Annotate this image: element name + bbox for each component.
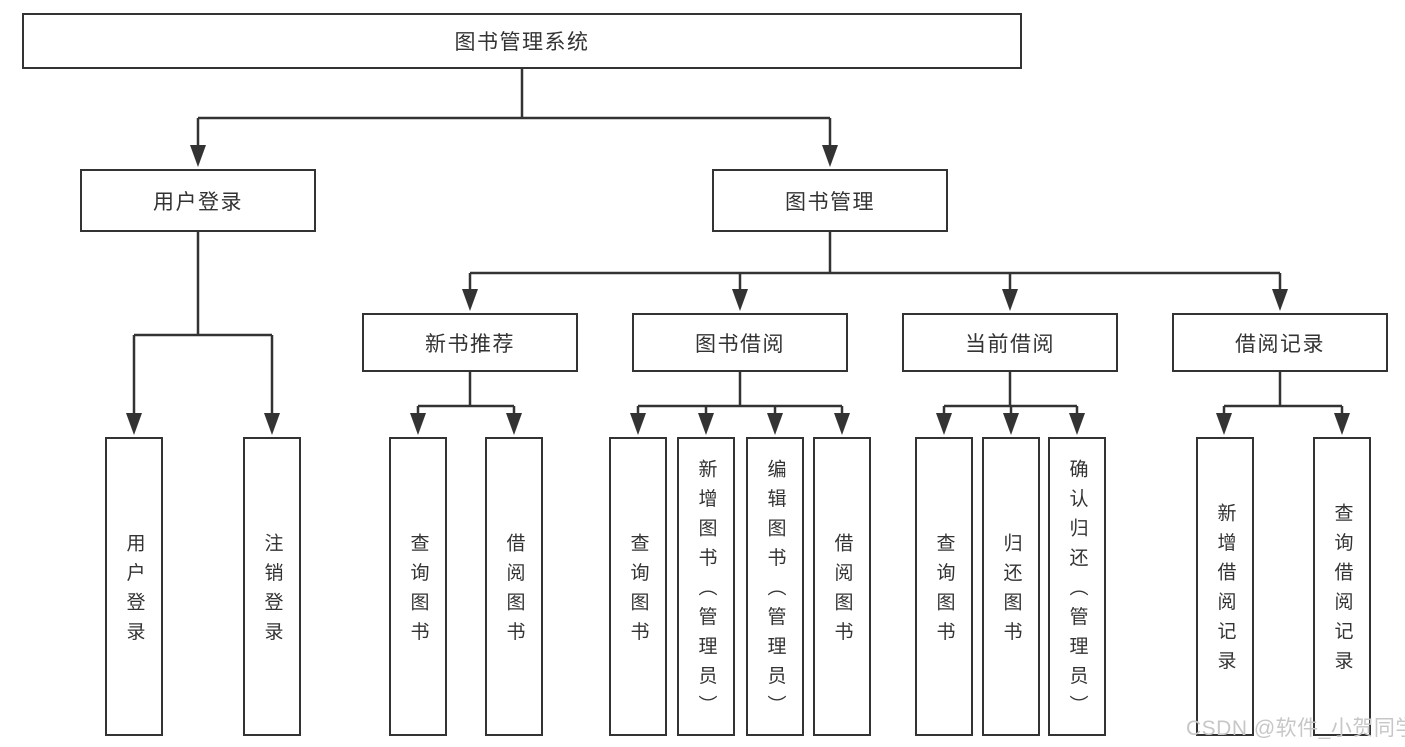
connector-line bbox=[196, 69, 832, 147]
leaf-borrow-books: 借阅图书 bbox=[813, 437, 871, 736]
connector-borrow-record-to-leaves bbox=[1216, 372, 1350, 435]
node-book-borrow: 图书借阅 bbox=[632, 313, 848, 372]
leaf-label: 注销登录 bbox=[261, 532, 283, 651]
leaf-label: 用户登录 bbox=[123, 532, 145, 651]
arrowhead-leaf bbox=[1003, 413, 1019, 435]
connector-current-borrow-to-leaves bbox=[936, 372, 1085, 435]
leaf-query-books: 查询图书 bbox=[389, 437, 447, 736]
arrowhead-leaf bbox=[410, 413, 426, 435]
leaf-query-books: 查询图书 bbox=[915, 437, 973, 736]
arrowhead-leaf bbox=[1216, 413, 1232, 435]
arrowhead-user-login bbox=[190, 145, 206, 167]
connector-book-management-to-level3 bbox=[462, 232, 1288, 311]
leaf-label: 查询图书 bbox=[407, 532, 429, 651]
node-label: 图书管理 bbox=[785, 190, 875, 214]
arrowhead-borrow-record bbox=[1272, 289, 1288, 311]
leaf-label: 确认归还（管理员） bbox=[1066, 458, 1088, 725]
connector-line bbox=[468, 232, 1282, 291]
arrowhead-new-book-recommend bbox=[462, 289, 478, 311]
leaf-user-login: 用户登录 bbox=[105, 437, 163, 736]
node-label: 新书推荐 bbox=[425, 332, 515, 356]
leaf-confirm-return-admin: 确认归还（管理员） bbox=[1048, 437, 1106, 736]
arrowhead-book-management bbox=[822, 145, 838, 167]
leaf-add-books-admin: 新增图书（管理员） bbox=[677, 437, 735, 736]
leaf-label: 查询图书 bbox=[627, 532, 649, 651]
leaf-logout: 注销登录 bbox=[243, 437, 301, 736]
csdn-watermark: CSDN @软件_小贺同学 bbox=[1186, 717, 1405, 740]
node-library-management-system: 图书管理系统 bbox=[22, 13, 1022, 69]
arrowhead-leaf bbox=[834, 413, 850, 435]
arrowhead-leaf bbox=[630, 413, 646, 435]
node-user-login: 用户登录 bbox=[80, 169, 316, 232]
arrowhead-leaf-user-login bbox=[126, 413, 142, 435]
arrowhead-book-borrow bbox=[732, 289, 748, 311]
arrowhead-leaf bbox=[936, 413, 952, 435]
arrowhead-leaf bbox=[1334, 413, 1350, 435]
node-label: 图书管理系统 bbox=[454, 31, 590, 54]
leaf-label: 借阅图书 bbox=[503, 532, 525, 651]
connector-user-login-to-leaves bbox=[126, 232, 280, 435]
arrowhead-leaf bbox=[698, 413, 714, 435]
connector-line bbox=[1222, 372, 1344, 413]
leaf-borrow-books: 借阅图书 bbox=[485, 437, 543, 736]
leaf-add-borrow-record: 新增借阅记录 bbox=[1196, 437, 1254, 736]
leaf-edit-books-admin: 编辑图书（管理员） bbox=[746, 437, 804, 736]
connector-line bbox=[416, 372, 516, 413]
node-borrow-record: 借阅记录 bbox=[1172, 313, 1388, 372]
leaf-label: 编辑图书（管理员） bbox=[764, 458, 786, 725]
node-label: 用户登录 bbox=[153, 190, 243, 214]
connector-root-to-level2 bbox=[190, 69, 838, 167]
arrowhead-current-borrow bbox=[1002, 289, 1018, 311]
leaf-label: 归还图书 bbox=[1000, 532, 1022, 651]
leaf-label: 查询借阅记录 bbox=[1331, 503, 1353, 680]
arrowhead-leaf bbox=[1069, 413, 1085, 435]
leaf-return-books: 归还图书 bbox=[982, 437, 1040, 736]
connector-line bbox=[132, 232, 274, 415]
arrowhead-leaf bbox=[506, 413, 522, 435]
leaf-label: 新增借阅记录 bbox=[1214, 503, 1236, 680]
node-label: 借阅记录 bbox=[1235, 332, 1325, 356]
leaf-query-books: 查询图书 bbox=[609, 437, 667, 736]
node-label: 图书借阅 bbox=[695, 332, 785, 356]
node-current-borrow: 当前借阅 bbox=[902, 313, 1118, 372]
leaf-query-borrow-record: 查询借阅记录 bbox=[1313, 437, 1371, 736]
connector-book-borrow-to-leaves bbox=[630, 372, 850, 435]
leaf-label: 查询图书 bbox=[933, 532, 955, 651]
connector-line bbox=[942, 372, 1079, 413]
leaf-label: 新增图书（管理员） bbox=[695, 458, 717, 725]
node-new-book-recommend: 新书推荐 bbox=[362, 313, 578, 372]
leaf-label: 借阅图书 bbox=[831, 532, 853, 651]
connector-new-book-recommend-to-leaves bbox=[410, 372, 522, 435]
node-label: 当前借阅 bbox=[965, 332, 1055, 356]
arrowhead-leaf-logout bbox=[264, 413, 280, 435]
node-book-management: 图书管理 bbox=[712, 169, 948, 232]
arrowhead-leaf bbox=[767, 413, 783, 435]
connector-line bbox=[636, 372, 844, 413]
